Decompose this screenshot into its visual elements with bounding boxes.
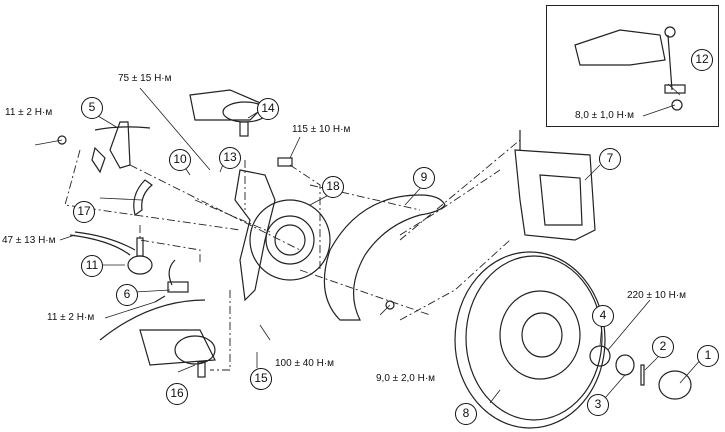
torque-label-tie-rod: 47 ± 13 Н·м: [2, 235, 56, 246]
brake-disc: [454, 251, 606, 429]
torque-label-sensor-link: 8,0 ± 1,0 Н·м: [575, 110, 635, 121]
callout-1: 1: [697, 345, 719, 367]
torque-label-shield: 9,0 ± 2,0 Н·м: [376, 373, 436, 384]
torque-label-lower-ball: 100 ± 40 Н·м: [275, 358, 335, 369]
callout-9: 9: [413, 167, 435, 189]
callout-2: 2: [652, 336, 674, 358]
callout-11: 11: [81, 255, 103, 277]
tie-rod-end: [69, 231, 153, 275]
hose-bracket: [57, 121, 151, 174]
inset-sensor-assembly: [574, 26, 686, 111]
abs-sensor: [154, 259, 189, 303]
callout-14: 14: [257, 98, 279, 120]
hub-nut-parts: [589, 345, 692, 400]
callout-6: 6: [116, 284, 138, 306]
callout-7: 7: [599, 148, 621, 170]
lower-arm: [99, 299, 216, 378]
callout-13: 13: [219, 147, 241, 169]
callout-17: 17: [73, 201, 95, 223]
callout-5: 5: [81, 97, 103, 119]
callout-16: 16: [166, 383, 188, 405]
torque-label-upper-ball: 75 ± 15 Н·м: [118, 73, 172, 84]
leader-lines: [34, 83, 703, 404]
callout-15: 15: [250, 368, 272, 390]
callout-10: 10: [169, 149, 191, 171]
brake-caliper: [514, 130, 596, 241]
callout-12: 12: [691, 49, 713, 71]
callout-18: 18: [322, 176, 344, 198]
knuckle-hub: [234, 157, 331, 302]
callout-4: 4: [592, 305, 614, 327]
splash-shield: [323, 194, 446, 321]
callout-3: 3: [587, 394, 609, 416]
torque-label-caliper-bolt: 115 ± 10 Н·м: [292, 124, 351, 135]
torque-label-hose-bracket: 11 ± 2 Н·м: [5, 107, 53, 118]
callout-8: 8: [455, 403, 477, 425]
upper-arm: [189, 89, 268, 137]
torque-label-hub-nut: 220 ± 10 Н·м: [627, 290, 687, 301]
torque-label-abs-sensor: 11 ± 2 Н·м: [47, 312, 95, 323]
inset-detail-box: [546, 5, 719, 127]
dust-cover: [133, 179, 153, 217]
